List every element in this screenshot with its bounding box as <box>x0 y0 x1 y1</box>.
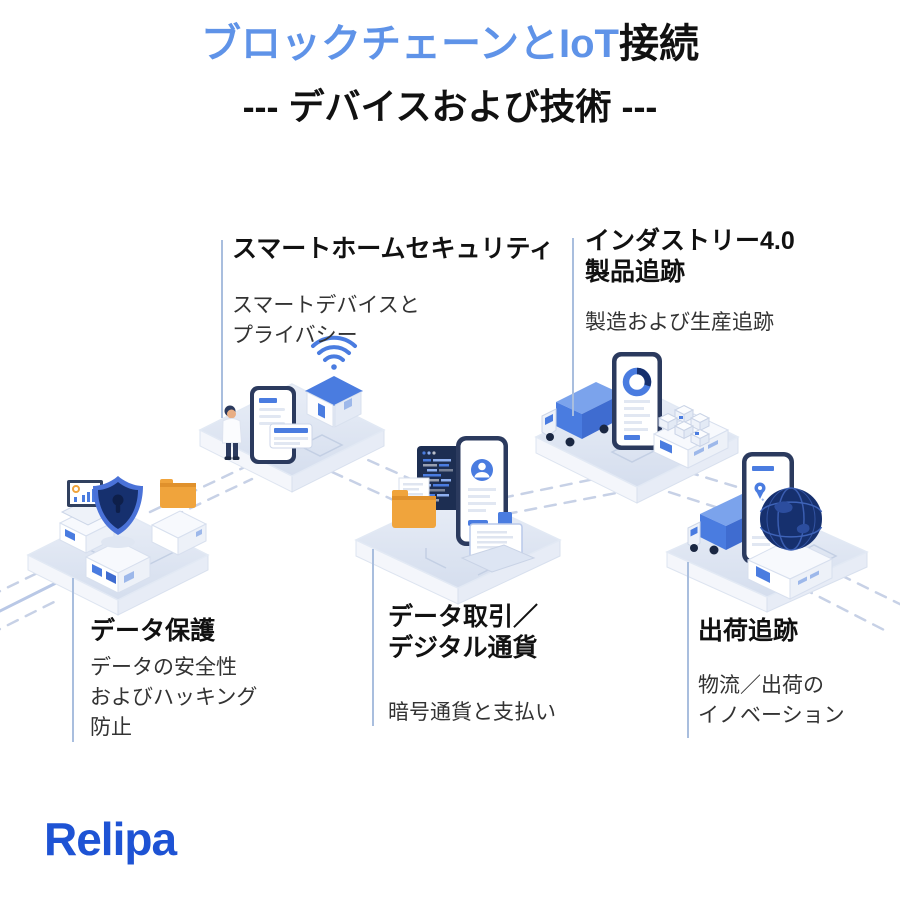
node-description: データの安全性 およびハッキング 防止 <box>90 656 258 739</box>
node-heading: 出荷追跡 <box>698 617 799 645</box>
person-icon <box>221 405 243 460</box>
node-label-industry: インダストリー4.0 製品追跡 製造および生産追跡 <box>585 226 795 338</box>
analytics-phone-icon <box>612 352 662 450</box>
globe-icon <box>759 487 823 551</box>
title-rest: 接続 <box>618 22 699 66</box>
node-description: スマートデバイスと プライバシー <box>232 294 420 347</box>
smart-home-house-icon <box>305 376 363 428</box>
laptop-document-icon <box>460 512 536 573</box>
title-line1: ブロックチェーンとIoT接続 <box>0 18 900 70</box>
label-connectors <box>72 238 689 742</box>
keyhole-icon <box>112 494 124 506</box>
location-pin-icon <box>754 482 766 499</box>
relipa-logo: Relipa <box>44 813 177 865</box>
profile-phone-icon <box>456 436 508 546</box>
node-heading: データ保護 <box>90 617 216 645</box>
platform-smart-home <box>198 335 386 493</box>
node-heading: データ取引／ デジタル通貨 <box>388 603 539 662</box>
folder-icon <box>150 479 208 556</box>
node-description: 物流／出荷の イノベーション <box>698 674 845 727</box>
node-heading: スマートホームセキュリティ <box>232 235 555 263</box>
node-label-data-protection: データ保護 データの安全性 およびハッキング 防止 <box>90 616 257 743</box>
title-subtitle: --- デバイスおよび技術 --- <box>242 86 658 127</box>
title-highlight: ブロックチェーンとIoT <box>201 22 619 66</box>
node-label-smart-home: スマートホームセキュリティ スマートデバイスと プライバシー <box>232 234 554 351</box>
security-shield-icon <box>84 476 152 594</box>
wifi-icon <box>311 335 357 370</box>
node-description: 製造および生産追跡 <box>585 311 774 334</box>
page-title: ブロックチェーンとIoT接続 --- デバイスおよび技術 --- <box>0 18 900 130</box>
smartphone-icon <box>250 386 313 464</box>
platform-industry <box>534 352 740 504</box>
platform-data-transaction <box>354 436 562 605</box>
node-description: 暗号通貨と支払い <box>388 701 556 724</box>
platform-shipment <box>665 452 869 613</box>
platform-data-protection <box>26 476 210 616</box>
node-label-shipment: 出荷追跡 物流／出荷の イノベーション <box>698 616 845 731</box>
node-label-data-transaction: データ取引／ デジタル通貨 暗号通貨と支払い <box>388 602 556 728</box>
node-heading: インダストリー4.0 製品追跡 <box>585 227 795 286</box>
document-folder-icon <box>392 477 436 528</box>
cargo-box-icon <box>746 538 834 600</box>
cargo-boxes-icon <box>652 404 730 469</box>
